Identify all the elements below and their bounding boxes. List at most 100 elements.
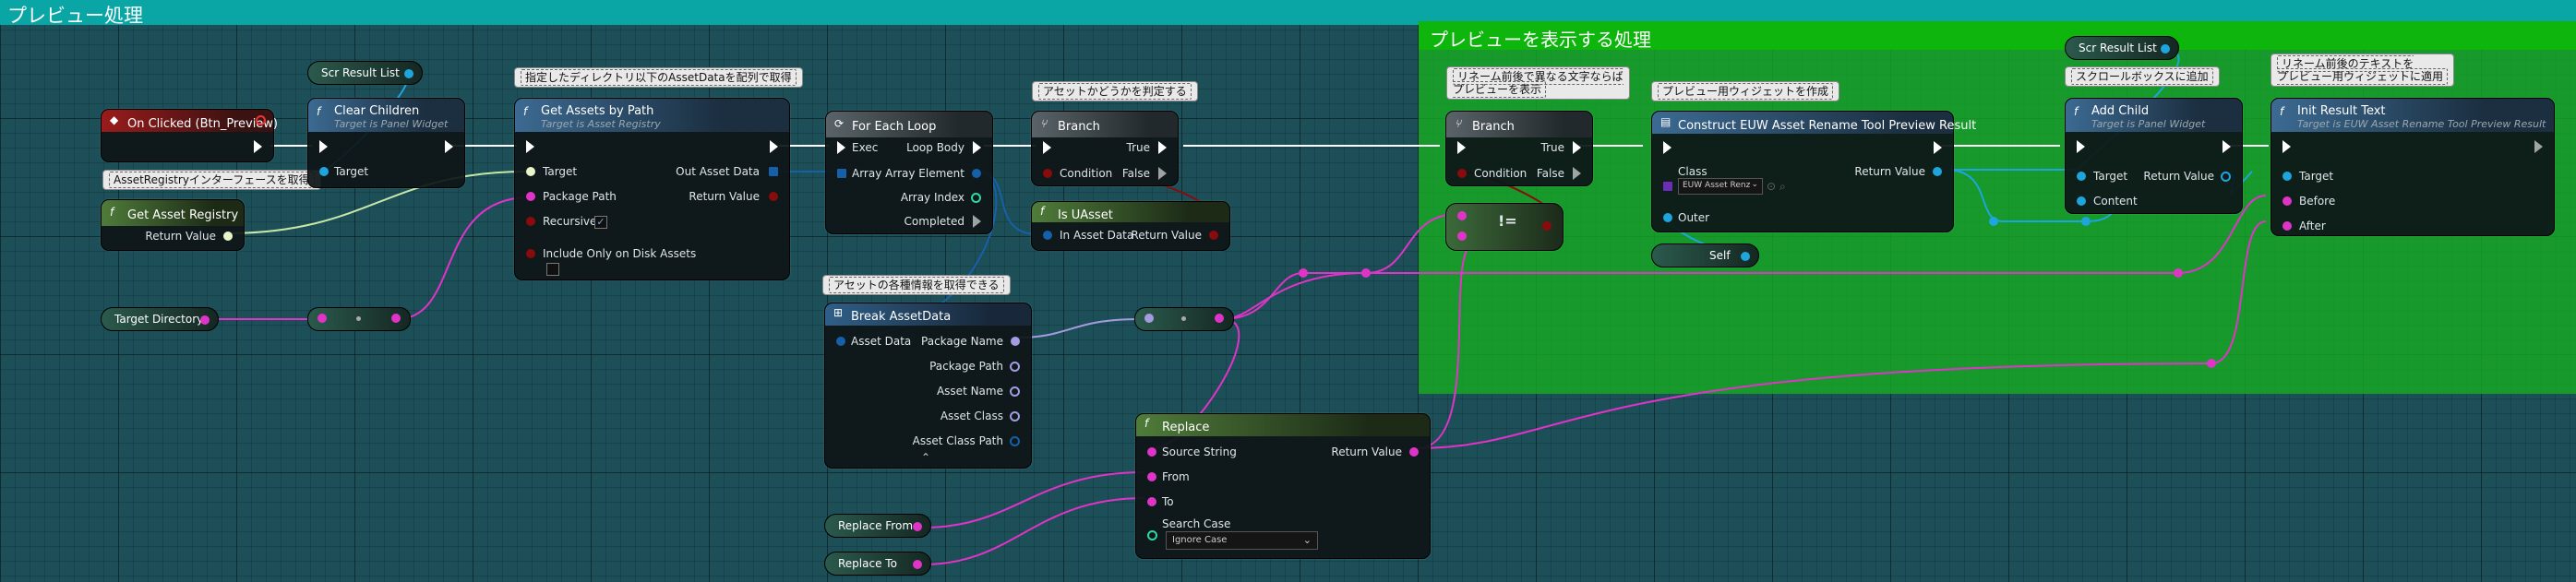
class-dropdown[interactable]: EUW Asset Renz ⌄	[1678, 178, 1763, 195]
string-pin[interactable]	[913, 522, 922, 531]
return-value-pin[interactable]	[223, 232, 233, 241]
replace-from-variable[interactable]: Replace From	[824, 514, 931, 538]
asset-class-path-pin[interactable]	[1010, 436, 1020, 446]
target-pin[interactable]	[2077, 172, 2086, 181]
get-asset-registry-node[interactable]: f Get Asset Registry Return Value	[101, 199, 245, 251]
exec-in-pin[interactable]	[526, 140, 534, 153]
search-case-pin[interactable]	[1147, 530, 1157, 540]
exec-out-pin[interactable]	[2223, 140, 2231, 153]
scr-result-list-variable[interactable]: Scr Result List	[2065, 36, 2179, 60]
get-assets-by-path-node[interactable]: f Get Assets by Path Target is Asset Reg…	[514, 98, 790, 280]
content-pin[interactable]	[2077, 196, 2086, 206]
asset-name-pin[interactable]	[1010, 386, 1020, 397]
exec-out-pin[interactable]	[2534, 140, 2543, 153]
init-result-text-node[interactable]: f Init Result Text Target is EUW Asset R…	[2270, 98, 2555, 236]
in-asset-data-pin[interactable]	[1043, 231, 1052, 240]
return-value-pin[interactable]	[2221, 172, 2231, 182]
comment-box-preview-process[interactable]: プレビュー処理	[0, 0, 2576, 27]
string-pin[interactable]	[1144, 314, 1154, 323]
on-clicked-event-node[interactable]: ◆ On Clicked (Btn_Preview)	[101, 109, 278, 162]
outer-pin[interactable]	[1663, 213, 1672, 222]
include-disk-pin[interactable]	[526, 249, 535, 258]
object-pin[interactable]	[2161, 44, 2170, 53]
search-case-dropdown[interactable]: Ignore Case ⌄	[1166, 531, 1318, 550]
collapse-chevron-icon[interactable]: ⌃	[921, 451, 931, 464]
out-asset-data-pin[interactable]	[769, 167, 778, 176]
exec-in-pin[interactable]	[2077, 140, 2085, 153]
exec-out-pin[interactable]	[973, 215, 981, 228]
condition-pin[interactable]	[1457, 169, 1467, 178]
array-index-pin[interactable]	[971, 193, 981, 203]
string-pin[interactable]	[1215, 314, 1224, 323]
exec-false-pin[interactable]	[1158, 167, 1167, 180]
condition-pin[interactable]	[1043, 169, 1052, 178]
delegate-pin[interactable]	[256, 115, 266, 125]
return-value-pin[interactable]	[1933, 167, 1942, 176]
array-element-pin[interactable]	[972, 169, 981, 178]
recursive-pin[interactable]	[526, 217, 535, 226]
exec-out-pin[interactable]	[445, 140, 453, 153]
result-pin[interactable]	[1542, 221, 1552, 231]
exec-true-pin[interactable]	[1158, 141, 1167, 154]
string-pin[interactable]	[391, 314, 401, 323]
exec-out-pin[interactable]	[973, 141, 981, 154]
browse-icon[interactable]: ⊙	[1767, 180, 1777, 193]
target-pin[interactable]	[526, 167, 535, 176]
exec-out-pin[interactable]	[254, 140, 262, 153]
package-name-pin[interactable]	[1011, 337, 1020, 346]
exec-in-pin[interactable]	[1457, 141, 1466, 154]
string-reroute-node[interactable]	[1134, 307, 1234, 331]
array-pin[interactable]	[837, 169, 846, 178]
is-uasset-node[interactable]: f Is UAsset In Asset Data Return Value	[1031, 201, 1230, 251]
exec-false-pin[interactable]	[1573, 167, 1581, 180]
package-path-pin[interactable]	[526, 192, 535, 201]
return-value-pin[interactable]	[769, 192, 778, 201]
branch-node[interactable]: ⑂ Branch Condition True False	[1031, 111, 1179, 186]
class-pin[interactable]	[1663, 182, 1672, 191]
source-string-pin[interactable]	[1147, 447, 1156, 457]
exec-out-pin[interactable]	[770, 140, 778, 153]
clear-children-node[interactable]: f Clear Children Target is Panel Widget …	[307, 98, 465, 188]
exec-in-pin[interactable]	[837, 141, 845, 154]
asset-data-pin[interactable]	[836, 337, 845, 346]
string-pin[interactable]	[200, 315, 210, 325]
self-variable[interactable]: Self	[1651, 243, 1759, 267]
before-pin[interactable]	[2282, 196, 2292, 206]
target-pin[interactable]	[319, 167, 329, 176]
target-pin[interactable]	[2282, 172, 2292, 181]
to-pin[interactable]	[1147, 497, 1156, 506]
object-pin[interactable]	[1741, 252, 1750, 261]
branch-node[interactable]: ⑂ Branch Condition True False	[1445, 111, 1593, 186]
not-equal-node[interactable]: !=	[1445, 203, 1564, 251]
exec-out-pin[interactable]	[1934, 141, 1942, 154]
string-reroute-node[interactable]	[307, 307, 411, 331]
string-pin[interactable]	[913, 560, 922, 569]
target-directory-variable[interactable]: Target Directory	[101, 307, 219, 331]
replace-to-variable[interactable]: Replace To	[824, 552, 931, 576]
exec-in-pin[interactable]	[1663, 141, 1671, 154]
exec-true-pin[interactable]	[1573, 141, 1581, 154]
break-asset-data-node[interactable]: ⊞ Break AssetData Asset Data Package Nam…	[824, 303, 1032, 469]
add-child-node[interactable]: f Add Child Target is Panel Widget Targe…	[2065, 98, 2243, 214]
for-each-loop-node[interactable]: ⟳ For Each Loop Exec Array Loop Body Arr…	[825, 111, 993, 234]
string-a-pin[interactable]	[1457, 211, 1467, 220]
package-path-pin[interactable]	[1010, 362, 1020, 372]
exec-in-pin[interactable]	[319, 140, 328, 153]
after-pin[interactable]	[2282, 221, 2292, 231]
recursive-checkbox[interactable]: ✓	[594, 216, 607, 229]
return-value-pin[interactable]	[1209, 231, 1218, 240]
exec-in-pin[interactable]	[1043, 141, 1051, 154]
string-pin[interactable]	[318, 314, 327, 323]
construct-widget-node[interactable]: ▤ Construct EUW Asset Rename Tool Previe…	[1651, 111, 1976, 232]
scr-result-list-variable[interactable]: Scr Result List	[307, 61, 423, 85]
comment-header: プレビューを表示する処理	[1419, 21, 2576, 51]
search-icon[interactable]: ⌕	[1779, 180, 1786, 193]
string-b-pin[interactable]	[1457, 232, 1467, 241]
exec-in-pin[interactable]	[2282, 140, 2291, 153]
object-pin[interactable]	[404, 69, 413, 78]
include-disk-checkbox[interactable]	[546, 263, 559, 276]
replace-node[interactable]: f Replace Source String From To Search C…	[1135, 413, 1431, 559]
asset-class-pin[interactable]	[1010, 411, 1020, 422]
return-value-pin[interactable]	[1409, 447, 1419, 457]
from-pin[interactable]	[1147, 472, 1156, 481]
